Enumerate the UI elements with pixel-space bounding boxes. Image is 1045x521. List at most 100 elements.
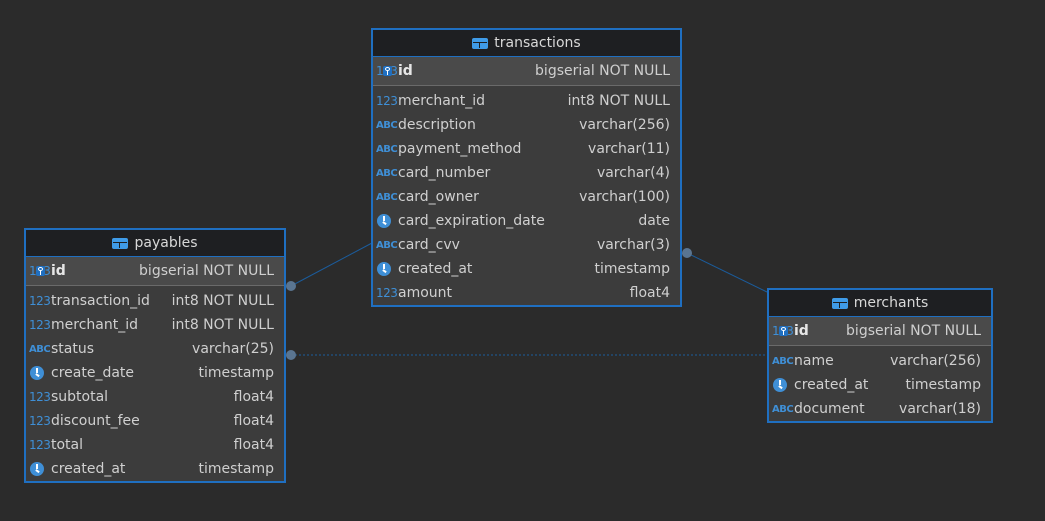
- number-icon: 123: [29, 438, 51, 452]
- entity-title: transactions: [494, 35, 581, 51]
- column-name: merchant_id: [51, 317, 138, 333]
- key-icon: [36, 266, 45, 276]
- column-name: transaction_id: [51, 293, 150, 309]
- column-name: document: [794, 401, 865, 417]
- column-name: id: [794, 323, 809, 339]
- column-type: varchar(4): [596, 165, 670, 181]
- number-icon: 123: [376, 94, 398, 108]
- entity-title: merchants: [853, 295, 929, 311]
- column-type: bigserial NOT NULL: [139, 263, 274, 279]
- column-name: subtotal: [51, 389, 109, 405]
- number-icon: 123: [29, 294, 51, 308]
- text-icon: ABC: [772, 356, 794, 367]
- column-name: status: [51, 341, 95, 357]
- relation-line-transactions-merchants[interactable]: [686, 252, 768, 293]
- text-icon: ABC: [376, 120, 398, 131]
- relation-endpoint-transactions-merchants[interactable]: [682, 248, 692, 258]
- column-type: varchar(256): [579, 117, 670, 133]
- column-type: varchar(256): [890, 353, 981, 369]
- relation-endpoint-payables-merchants[interactable]: [286, 350, 296, 360]
- number-icon: 123: [29, 318, 51, 332]
- column-name: description: [398, 117, 476, 133]
- primary-key-row[interactable]: 123idbigserial NOT NULL: [769, 317, 991, 346]
- column-type: varchar(11): [588, 141, 670, 157]
- column-name: id: [398, 63, 413, 79]
- primary-key-row[interactable]: 123idbigserial NOT NULL: [26, 257, 284, 286]
- column-name: created_at: [794, 377, 869, 393]
- column-type: varchar(18): [899, 401, 981, 417]
- column-name: discount_fee: [51, 413, 140, 429]
- column-name: amount: [398, 285, 453, 301]
- column-name: id: [51, 263, 66, 279]
- column-type: int8 NOT NULL: [171, 317, 274, 333]
- entity-merchants[interactable]: merchants 123idbigserial NOT NULL ABCnamev…: [767, 288, 993, 423]
- key-icon: [779, 326, 788, 336]
- text-icon: ABC: [376, 192, 398, 203]
- column-name: merchant_id: [398, 93, 485, 109]
- column-type: varchar(3): [596, 237, 670, 253]
- column-type: timestamp: [905, 377, 981, 393]
- relation-endpoint-payables-transactions[interactable]: [286, 281, 296, 291]
- text-icon: ABC: [772, 404, 794, 415]
- entity-header[interactable]: payables: [26, 230, 284, 257]
- column-name: card_number: [398, 165, 491, 181]
- number-icon: 123: [29, 414, 51, 428]
- column-name: created_at: [51, 461, 126, 477]
- text-icon: ABC: [376, 168, 398, 179]
- clock-icon: [376, 212, 398, 230]
- clock-icon: [772, 376, 794, 394]
- column-name: card_owner: [398, 189, 479, 205]
- entity-header[interactable]: transactions: [373, 30, 680, 57]
- table-icon: [112, 237, 129, 249]
- entity-header[interactable]: merchants: [769, 290, 991, 317]
- text-icon: ABC: [29, 344, 51, 355]
- column-type: float4: [629, 285, 670, 301]
- text-icon: ABC: [376, 144, 398, 155]
- column-type: timestamp: [198, 365, 274, 381]
- table-icon: [831, 297, 848, 309]
- column-type: float4: [233, 413, 274, 429]
- entity-transactions[interactable]: transactions 123idbigserial NOT NULL 123me…: [371, 28, 682, 307]
- column-name: created_at: [398, 261, 473, 277]
- column-type: timestamp: [594, 261, 670, 277]
- number-icon: 123: [29, 390, 51, 404]
- column-row[interactable]: created_at timestamp: [769, 373, 991, 397]
- column-row[interactable]: created_at timestamp: [373, 257, 680, 281]
- entity-payables[interactable]: payables123idbigserial NOT NULL123transa…: [24, 228, 286, 483]
- column-type: int8 NOT NULL: [171, 293, 274, 309]
- text-icon: ABC: [376, 240, 398, 251]
- clock-icon: [29, 364, 51, 382]
- key-icon: [383, 66, 392, 76]
- column-type: date: [638, 213, 670, 229]
- column-type: varchar(25): [192, 341, 274, 357]
- primary-key-row[interactable]: 123idbigserial NOT NULL: [373, 57, 680, 86]
- clock-icon: [29, 460, 51, 478]
- column-name: card_cvv: [398, 237, 460, 253]
- relation-line-payables-transactions[interactable]: [290, 242, 373, 287]
- column-type: varchar(100): [579, 189, 670, 205]
- column-type: float4: [233, 437, 274, 453]
